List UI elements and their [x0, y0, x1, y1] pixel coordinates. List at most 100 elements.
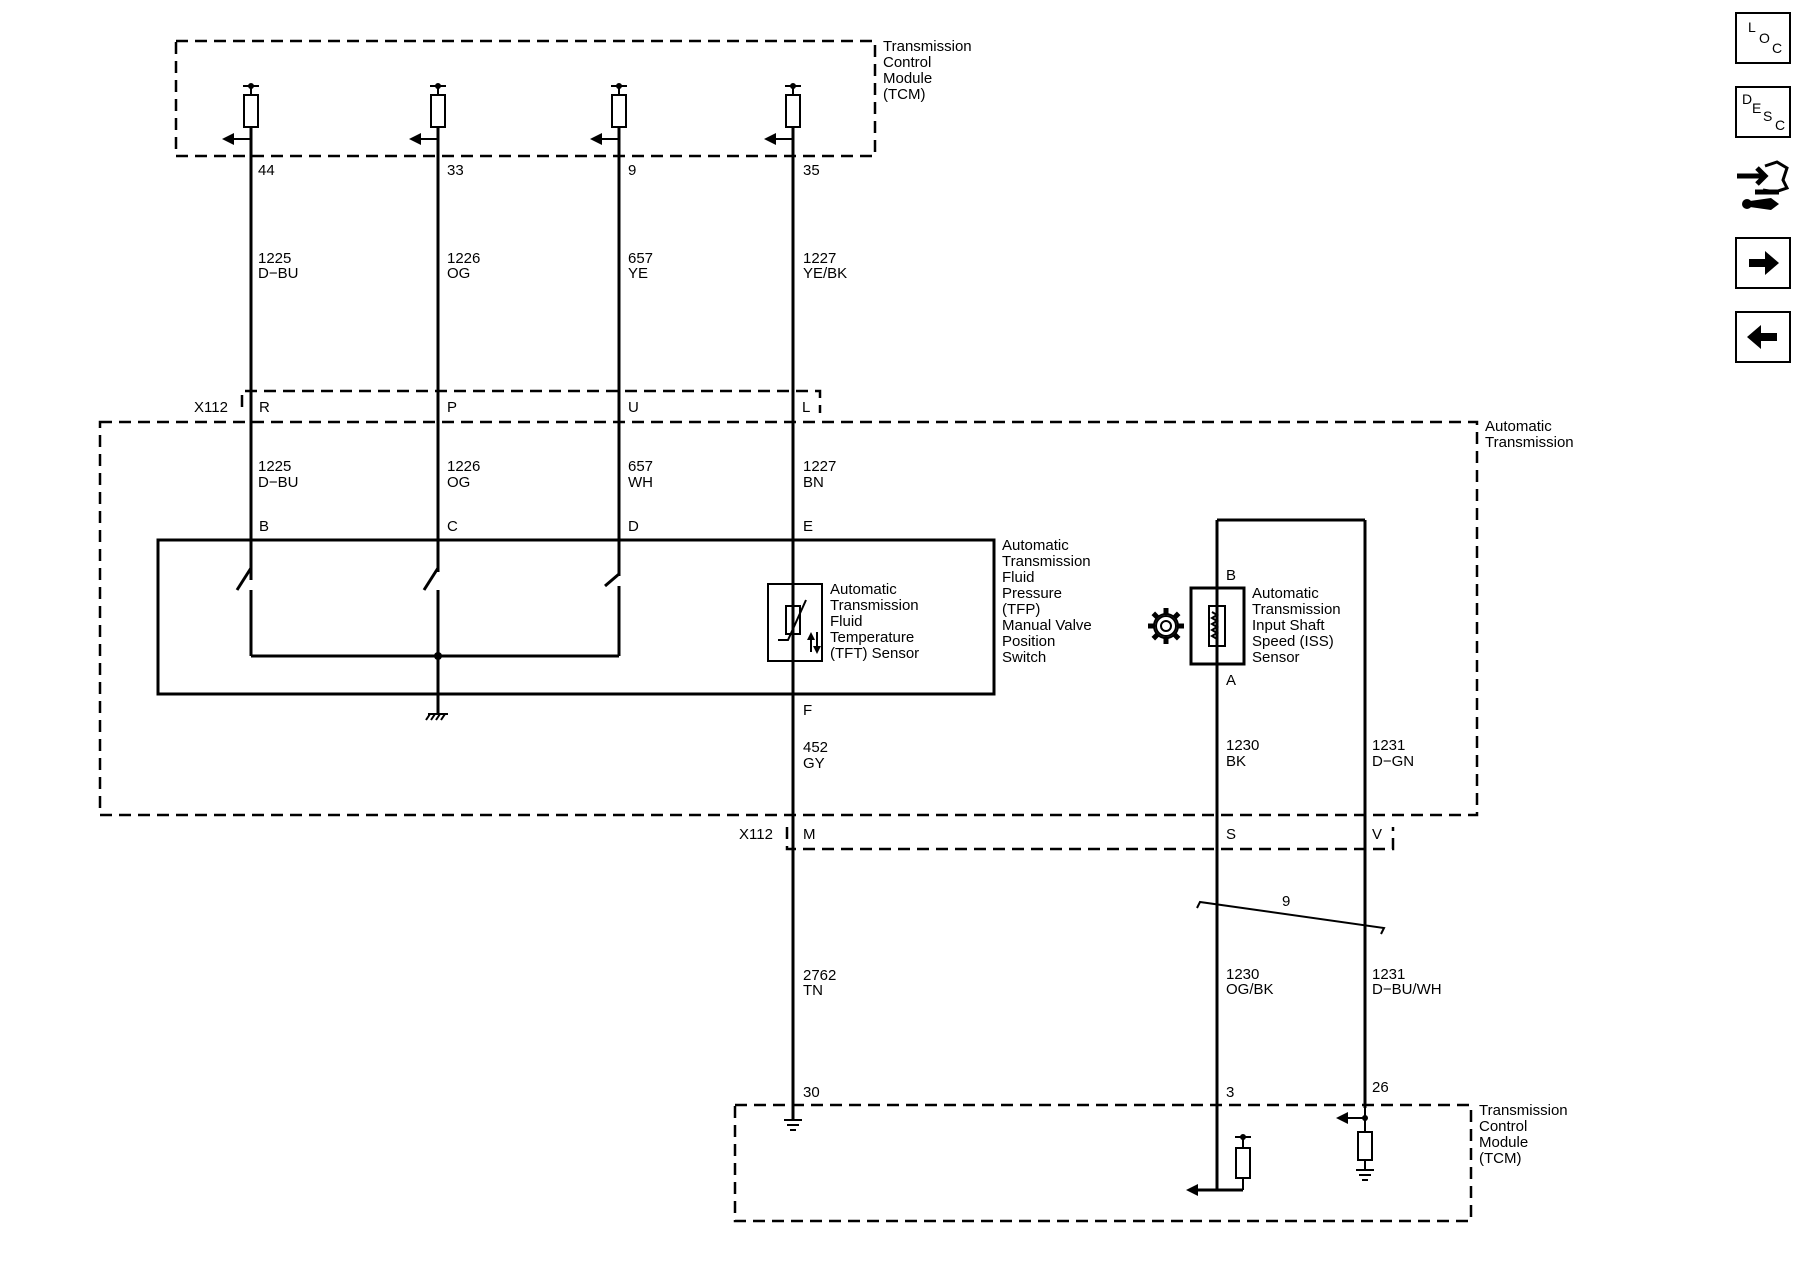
tfp-switch-housing	[156, 538, 996, 696]
svg-text:GY: GY	[803, 755, 825, 772]
svg-text:Switch: Switch	[1002, 649, 1046, 666]
svg-text:Module: Module	[1479, 1134, 1528, 1151]
x112-connector-bottom: X112	[739, 826, 1395, 851]
pin-sw-b: B	[259, 518, 269, 535]
pin-sw-e: E	[803, 518, 813, 535]
pin-x112-p: P	[447, 399, 457, 416]
svg-text:D−BU: D−BU	[258, 265, 298, 282]
tcm-input-circuit-33	[409, 83, 446, 145]
pin-35: 35	[803, 162, 820, 179]
pin-x112-s: S	[1226, 826, 1236, 843]
svg-text:WH: WH	[628, 474, 653, 491]
pin-9: 9	[628, 162, 636, 179]
svg-text:1227: 1227	[803, 458, 836, 475]
svg-text:(TFT) Sensor: (TFT) Sensor	[830, 645, 919, 662]
svg-text:1226: 1226	[447, 458, 480, 475]
svg-text:Automatic: Automatic	[1002, 537, 1069, 554]
automatic-transmission-label: Automatic Transmission	[1485, 418, 1574, 451]
pin-x112-r: R	[259, 399, 270, 416]
svg-text:452: 452	[803, 739, 828, 756]
tcm-input-circuit-26	[1336, 1108, 1374, 1181]
svg-text:BK: BK	[1226, 753, 1246, 770]
svg-text:Control: Control	[1479, 1118, 1527, 1135]
loc-button[interactable]: L O C	[1735, 12, 1791, 64]
pin-x112-u: U	[628, 399, 639, 416]
svg-text:1230: 1230	[1226, 737, 1259, 754]
svg-text:Transmission: Transmission	[883, 38, 972, 55]
svg-text:X112: X112	[194, 399, 228, 416]
svg-text:Manual Valve: Manual Valve	[1002, 617, 1092, 634]
svg-text:YE/BK: YE/BK	[803, 265, 847, 282]
svg-text:Speed (ISS): Speed (ISS)	[1252, 633, 1334, 650]
tcm-bottom-label: Transmission Control Module (TCM)	[1479, 1102, 1568, 1167]
svg-text:Module: Module	[883, 70, 932, 87]
desc-button[interactable]: D E S C	[1735, 86, 1791, 138]
svg-text:Transmission: Transmission	[830, 597, 919, 614]
pin-30: 30	[803, 1084, 820, 1101]
svg-text:D−BU/WH: D−BU/WH	[1372, 981, 1442, 998]
pin-x112-l: L	[802, 399, 810, 416]
svg-text:9: 9	[1282, 893, 1290, 910]
next-arrow-button[interactable]	[1735, 237, 1791, 289]
automatic-transmission-box	[98, 420, 1479, 817]
svg-text:1225: 1225	[258, 458, 291, 475]
svg-text:Input Shaft: Input Shaft	[1252, 617, 1325, 634]
tfp-switch-contacts	[235, 567, 621, 721]
pin-iss-a: A	[1226, 672, 1236, 689]
svg-text:Pressure: Pressure	[1002, 585, 1062, 602]
pin-44: 44	[258, 162, 275, 179]
previous-arrow-icon	[1747, 325, 1777, 349]
tcm-top-label: Transmission Control Module (TCM)	[883, 38, 972, 103]
tcm-input-circuit-3	[1186, 1134, 1251, 1196]
svg-text:(TFP): (TFP)	[1002, 601, 1040, 618]
svg-text:(TCM): (TCM)	[883, 86, 925, 103]
desc-letter-c: C	[1775, 117, 1786, 133]
pin-iss-b: B	[1226, 567, 1236, 584]
next-arrow-icon	[1749, 251, 1779, 275]
svg-text:657: 657	[628, 250, 653, 267]
svg-text:OG: OG	[447, 265, 470, 282]
svg-text:1231: 1231	[1372, 737, 1405, 754]
connector-repair-icon	[1737, 160, 1790, 210]
svg-text:657: 657	[628, 458, 653, 475]
svg-text:OG/BK: OG/BK	[1226, 981, 1274, 998]
svg-text:2762: 2762	[803, 967, 836, 984]
svg-text:D−GN: D−GN	[1372, 753, 1414, 770]
svg-text:Fluid: Fluid	[830, 613, 863, 630]
tcm-bottom-box	[733, 1103, 1473, 1223]
iss-sensor-label: Automatic Transmission Input Shaft Speed…	[1252, 585, 1341, 666]
pin-33: 33	[447, 162, 464, 179]
svg-text:YE: YE	[628, 265, 648, 282]
iss-sensor	[1189, 586, 1246, 666]
tft-sensor-thermistor	[767, 583, 823, 662]
connector-repair-button[interactable]	[1735, 158, 1791, 210]
gear-icon	[1148, 608, 1184, 644]
twisted-pair-marker: 9	[1196, 893, 1386, 935]
pin-sw-c: C	[447, 518, 458, 535]
svg-text:Automatic: Automatic	[1252, 585, 1319, 602]
desc-letter-d: D	[1742, 91, 1753, 107]
previous-arrow-button[interactable]	[1735, 311, 1791, 363]
ground-symbol-30	[784, 1119, 802, 1131]
svg-text:OG: OG	[447, 474, 470, 491]
x112-connector-top: X112	[194, 389, 822, 416]
tft-sensor-label: Automatic Transmission Fluid Temperature…	[830, 581, 919, 662]
pin-3: 3	[1226, 1084, 1234, 1101]
svg-text:D−BU: D−BU	[258, 474, 298, 491]
pin-sw-d: D	[628, 518, 639, 535]
tcm-input-circuit-35	[764, 83, 801, 145]
svg-text:Automatic: Automatic	[1485, 418, 1552, 435]
svg-text:TN: TN	[803, 982, 823, 999]
loc-letter-o: O	[1759, 30, 1770, 46]
